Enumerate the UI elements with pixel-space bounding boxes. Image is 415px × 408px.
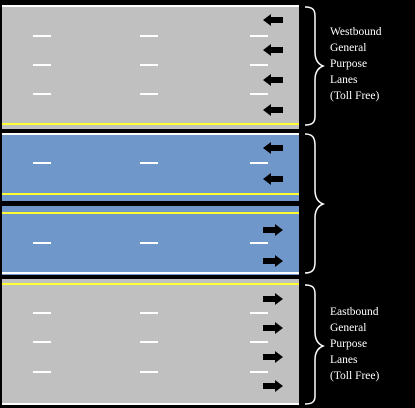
arrow-right-icon — [263, 224, 283, 236]
arrow-left-icon — [263, 74, 283, 86]
eastbound-lane-dashes — [33, 312, 268, 373]
eastbound-label-line-4: Lanes — [330, 354, 358, 366]
section-brackets — [304, 6, 326, 405]
arrow-right-icon — [263, 380, 283, 392]
eastbound-label-line-5: (Toll Free) — [330, 370, 380, 382]
westbound-pavement — [2, 5, 299, 129]
managed-lanes — [2, 133, 299, 275]
arrow-right-icon — [263, 322, 283, 334]
arrow-left-icon — [263, 14, 283, 26]
managed-lanes-bracket — [304, 133, 326, 274]
arrow-right-icon — [263, 351, 283, 363]
arrow-left-icon — [263, 44, 283, 56]
eastbound-label-line-3: Purpose — [330, 338, 368, 350]
arrow-left-icon — [263, 173, 283, 185]
westbound-label-line-4: Lanes — [330, 74, 358, 86]
managed-lane-arrows — [263, 142, 283, 267]
westbound-label-line-5: (Toll Free) — [330, 90, 380, 102]
arrow-left-icon — [263, 104, 283, 116]
westbound-label-line-2: General — [330, 42, 367, 54]
eastbound-general-purpose-lanes — [2, 279, 299, 405]
westbound-lane-dashes — [33, 35, 268, 95]
eastbound-label-line-2: General — [330, 322, 367, 334]
westbound-general-purpose-lanes — [2, 5, 299, 129]
arrow-right-icon — [263, 293, 283, 305]
eastbound-arrows — [263, 293, 283, 392]
westbound-arrows — [263, 14, 283, 116]
arrow-right-icon — [263, 255, 283, 267]
westbound-bracket — [304, 6, 326, 126]
arrow-left-icon — [263, 142, 283, 154]
eastbound-label-line-1: Eastbound — [330, 306, 379, 318]
eastbound-bracket — [304, 284, 326, 405]
westbound-label-line-3: Purpose — [330, 58, 368, 70]
westbound-label: Westbound General Purpose Lanes (Toll Fr… — [330, 24, 381, 104]
eastbound-label: Eastbound General Purpose Lanes (Toll Fr… — [330, 304, 379, 384]
managed-lane-dashes — [33, 162, 268, 244]
westbound-label-line-1: Westbound — [330, 26, 382, 38]
